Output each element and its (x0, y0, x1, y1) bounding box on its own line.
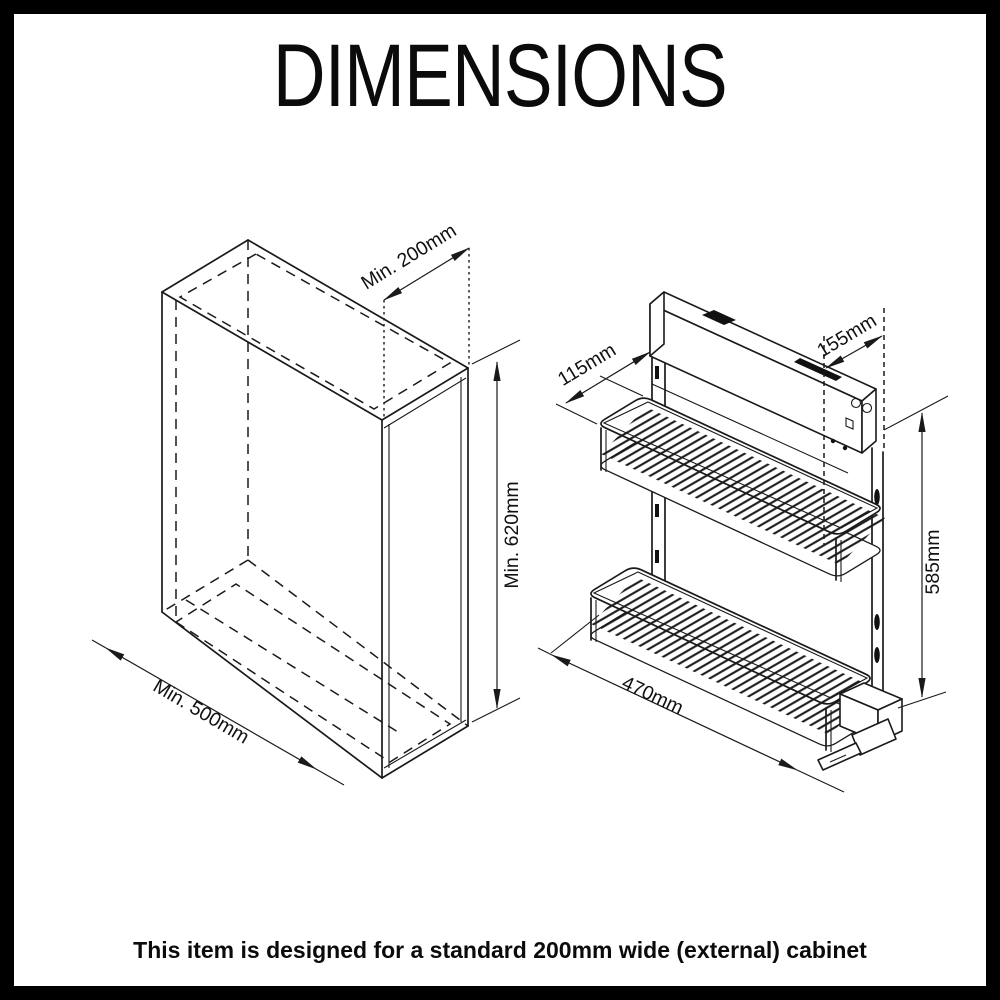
page-title: DIMENSIONS (14, 24, 986, 127)
cabinet-outline (161, 239, 469, 779)
dimension-label-unit-length: 470mm (618, 672, 686, 719)
dimension-label-min-depth: Min. 500mm (149, 675, 253, 748)
unit-dimension-height: 585mm (883, 395, 949, 709)
dimension-label-min-width: Min. 200mm (357, 219, 460, 294)
page-title-text: DIMENSIONS (272, 25, 728, 125)
footer-note: This item is designed for a standard 200… (14, 937, 986, 964)
cabinet-dimension-width: Min. 200mm (357, 219, 470, 418)
cabinet-dimension-depth: Min. 500mm (91, 639, 345, 786)
lower-basket (591, 568, 875, 752)
screw-hole (850, 397, 862, 409)
dimension-label-basket-depth: 115mm (554, 339, 620, 391)
cabinet-panel-edges (383, 377, 467, 769)
cabinet-dimension-height: Min. 620mm (471, 339, 523, 723)
upper-basket (600, 397, 885, 582)
beam-damper-strip (794, 358, 842, 381)
dimension-label-min-height: Min. 620mm (501, 481, 523, 588)
footer-note-text: This item is designed for a standard 200… (133, 937, 867, 963)
back-panel-edge (651, 383, 849, 474)
cabinet-hidden-edges (161, 240, 469, 763)
dimension-label-unit-height: 585mm (922, 529, 944, 594)
basket-wire-mesh (601, 407, 885, 565)
beam-slot (845, 417, 854, 430)
pullout-unit-drawing (591, 291, 903, 771)
floor-bracket (817, 718, 897, 771)
dimension-label-mount-depth: 155mm (813, 310, 880, 362)
technical-drawings: Min. 200mm Min. 620mm Min. 500mm (91, 219, 949, 793)
cabinet-carcass-drawing (161, 239, 469, 779)
screw-hole (861, 402, 873, 414)
right-mounting-rail (871, 447, 884, 704)
top-beam (649, 291, 877, 454)
beam-clip (702, 310, 736, 325)
